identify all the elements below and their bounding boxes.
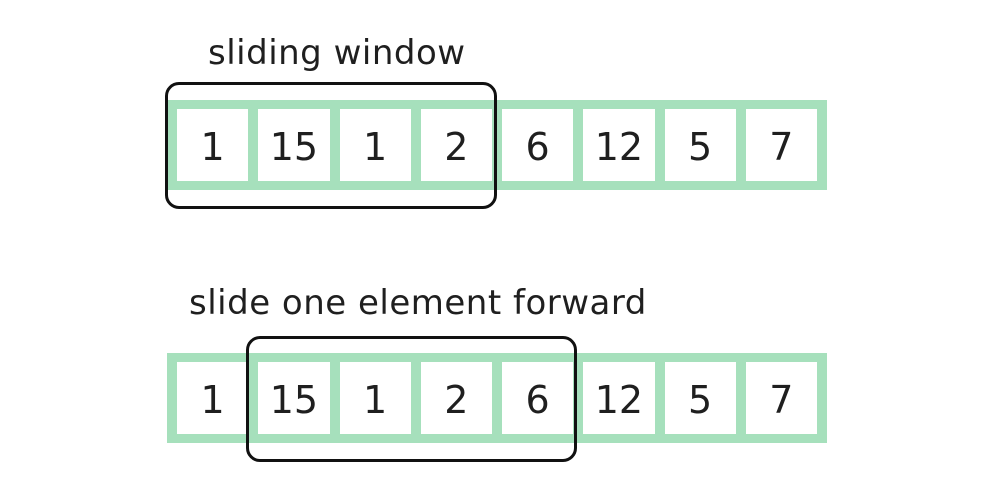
cell-value: 15	[269, 125, 319, 169]
array-cell: 5	[664, 362, 736, 434]
top-caption: sliding window	[208, 33, 466, 73]
array-cell: 15	[258, 109, 330, 181]
cell-value: 2	[444, 378, 469, 422]
bottom-sliding-window-frame	[246, 336, 577, 462]
array-cell: 1	[177, 362, 249, 434]
cell-value: 1	[363, 378, 388, 422]
cell-value: 7	[769, 125, 794, 169]
cell-value: 1	[200, 378, 225, 422]
array-cell: 1	[339, 109, 411, 181]
bottom-array: 1 15 1 2 6 12 5 7	[167, 353, 827, 443]
top-array-section: sliding window 1 15 1 2 6 12 5 7	[0, 0, 1000, 240]
array-cell: 2	[420, 109, 492, 181]
array-cell: 7	[745, 109, 817, 181]
bottom-caption: slide one element forward	[189, 283, 647, 323]
cell-value: 2	[444, 125, 469, 169]
cell-value: 7	[769, 378, 794, 422]
bottom-array-section: slide one element forward 1 15 1 2 6 12 …	[0, 250, 1000, 490]
top-sliding-window-frame	[165, 82, 497, 209]
array-cell: 12	[583, 362, 655, 434]
array-cell: 15	[258, 362, 330, 434]
top-array: 1 15 1 2 6 12 5 7	[167, 100, 827, 190]
array-cell: 12	[583, 109, 655, 181]
cell-value: 5	[688, 125, 713, 169]
array-cell: 7	[745, 362, 817, 434]
cell-value: 5	[688, 378, 713, 422]
array-cell: 6	[502, 109, 574, 181]
cell-value: 12	[594, 125, 644, 169]
cell-value: 6	[525, 378, 550, 422]
array-cell: 6	[502, 362, 574, 434]
cell-value: 12	[594, 378, 644, 422]
array-cell: 1	[177, 109, 249, 181]
array-cell: 1	[339, 362, 411, 434]
cell-value: 1	[363, 125, 388, 169]
cell-value: 15	[269, 378, 319, 422]
cell-value: 6	[525, 125, 550, 169]
array-cell: 5	[664, 109, 736, 181]
array-cell: 2	[420, 362, 492, 434]
cell-value: 1	[200, 125, 225, 169]
